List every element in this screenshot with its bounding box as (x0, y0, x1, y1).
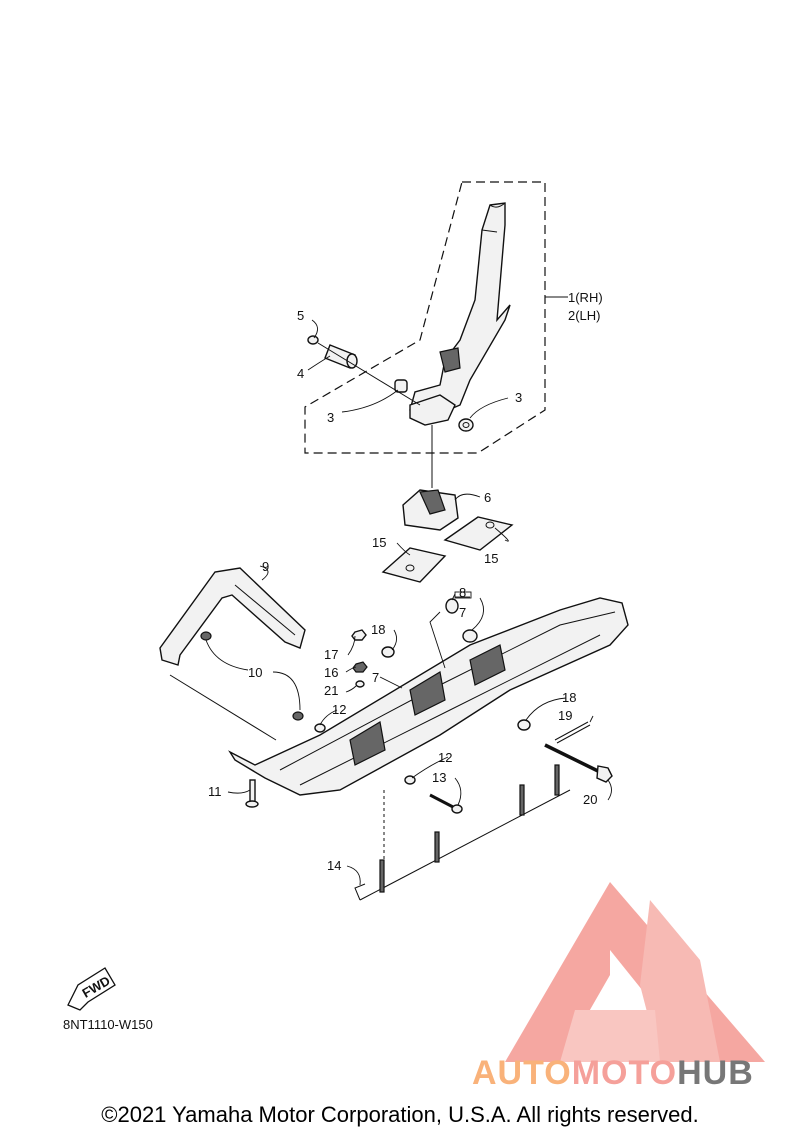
washer-21 (355, 680, 365, 688)
callout-11: 11 (208, 784, 222, 799)
callout-12-upper: 12 (332, 702, 346, 717)
callout-16: 16 (324, 665, 338, 680)
callout-2: 2(LH) (568, 308, 601, 323)
automotohub-logo (505, 882, 765, 1062)
nut-8-7-b (445, 598, 459, 614)
brand-watermark: AUTOMOTOHUB (472, 1054, 754, 1093)
callout-4: 4 (297, 366, 304, 381)
callout-13: 13 (432, 770, 446, 785)
brand-part-hub: HUB (677, 1054, 754, 1092)
nut-8-7 (462, 629, 478, 643)
callout-15-left: 15 (372, 535, 386, 550)
bushing-left (394, 379, 408, 393)
bushing-right (458, 418, 474, 432)
nut-17 (351, 629, 367, 641)
bolt-20 (544, 743, 613, 783)
fwd-arrow-icon: FWD (67, 967, 116, 1011)
callout-17: 17 (324, 647, 338, 662)
callout-12-lower: 12 (438, 750, 452, 765)
ski-body (228, 597, 629, 796)
callout-1: 1(RH) (568, 290, 603, 305)
brand-part-moto: MOTO (571, 1054, 678, 1092)
callout-18-upper: 18 (371, 622, 385, 637)
bolt-13 (429, 793, 463, 814)
spindle-mount-block (402, 489, 459, 531)
wear-plate-left (381, 547, 447, 583)
callout-7-upper: 7 (459, 605, 466, 620)
washer-12-upper (314, 723, 326, 733)
ski-runner (354, 764, 571, 901)
washer-18-lower (517, 719, 531, 731)
callout-18-lower: 18 (562, 690, 576, 705)
callout-8: 8 (459, 585, 466, 600)
ski-spindle (409, 202, 511, 426)
bolt-11 (245, 779, 259, 808)
callout-14: 14 (327, 858, 341, 873)
washer-18-upper (381, 646, 395, 658)
callout-3-left: 3 (327, 410, 334, 425)
drawing-code: 8NT1110-W150 (63, 1017, 153, 1032)
callout-19: 19 (558, 708, 572, 723)
callout-21: 21 (324, 683, 338, 698)
callout-5: 5 (297, 308, 304, 323)
wear-plate-right (443, 516, 514, 551)
callout-7-lower: 7 (372, 670, 379, 685)
callout-20: 20 (583, 792, 597, 807)
brand-part-auto: AUTO (472, 1054, 572, 1092)
cotter-pin-19 (554, 721, 591, 744)
copyright-notice: ©2021 Yamaha Motor Corporation, U.S.A. A… (101, 1102, 699, 1127)
nut-10 (292, 711, 304, 721)
callout-10: 10 (248, 665, 262, 680)
callout-15-right: 15 (484, 551, 498, 566)
leader-lines (205, 296, 612, 886)
washer-5 (307, 335, 319, 345)
spindle-group-boundary (304, 181, 546, 454)
ski-handle-loop (159, 567, 306, 666)
callout-9: 9 (262, 559, 269, 574)
callout-6: 6 (484, 490, 491, 505)
callout-3-right: 3 (515, 390, 522, 405)
